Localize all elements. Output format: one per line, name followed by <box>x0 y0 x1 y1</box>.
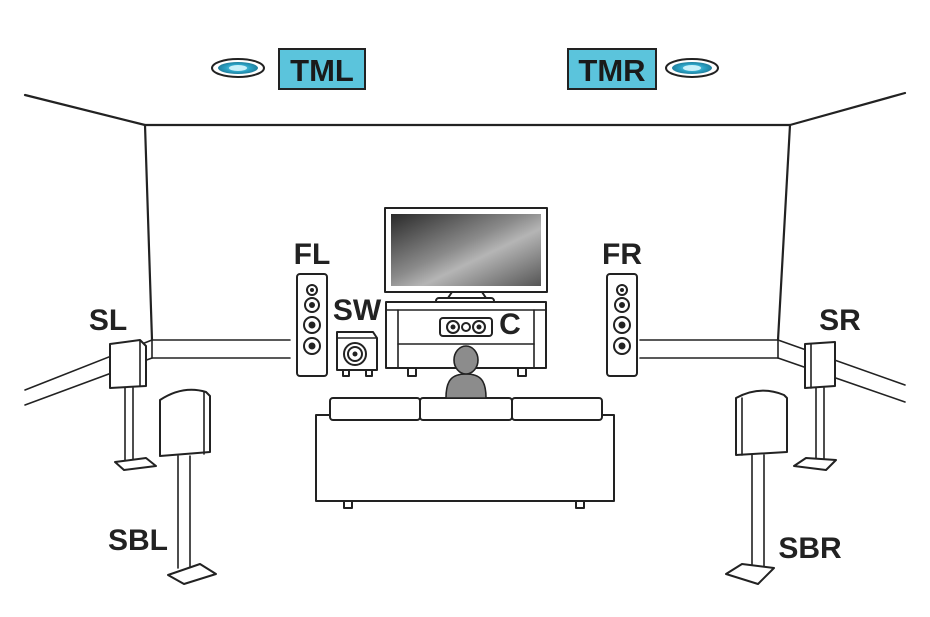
surround-back-right-speaker <box>725 389 788 585</box>
label-sl: SL <box>89 304 127 337</box>
label-tmr-box: TMR <box>567 48 657 90</box>
label-tml-box: TML <box>278 48 366 90</box>
television <box>384 207 548 305</box>
label-sw: SW <box>333 294 382 327</box>
ceiling-speaker-tml <box>211 58 265 78</box>
surround-right-speaker <box>793 341 837 471</box>
subwoofer <box>336 331 378 377</box>
center-speaker <box>439 317 493 337</box>
ceiling-speaker-tmr <box>665 58 719 78</box>
label-tmr: TMR <box>578 53 645 88</box>
listener <box>445 345 487 399</box>
label-c: C <box>499 308 521 341</box>
surround-left-speaker <box>109 339 157 471</box>
surround-back-left-speaker <box>159 388 217 585</box>
label-sbl: SBL <box>108 524 168 557</box>
front-right-speaker <box>606 273 638 377</box>
label-sbr: SBR <box>778 532 842 565</box>
label-tml: TML <box>290 53 354 88</box>
label-sr: SR <box>819 304 861 337</box>
front-left-speaker <box>296 273 328 377</box>
label-fl: FL <box>294 238 331 271</box>
label-fr: FR <box>602 238 642 271</box>
sofa <box>315 397 615 509</box>
